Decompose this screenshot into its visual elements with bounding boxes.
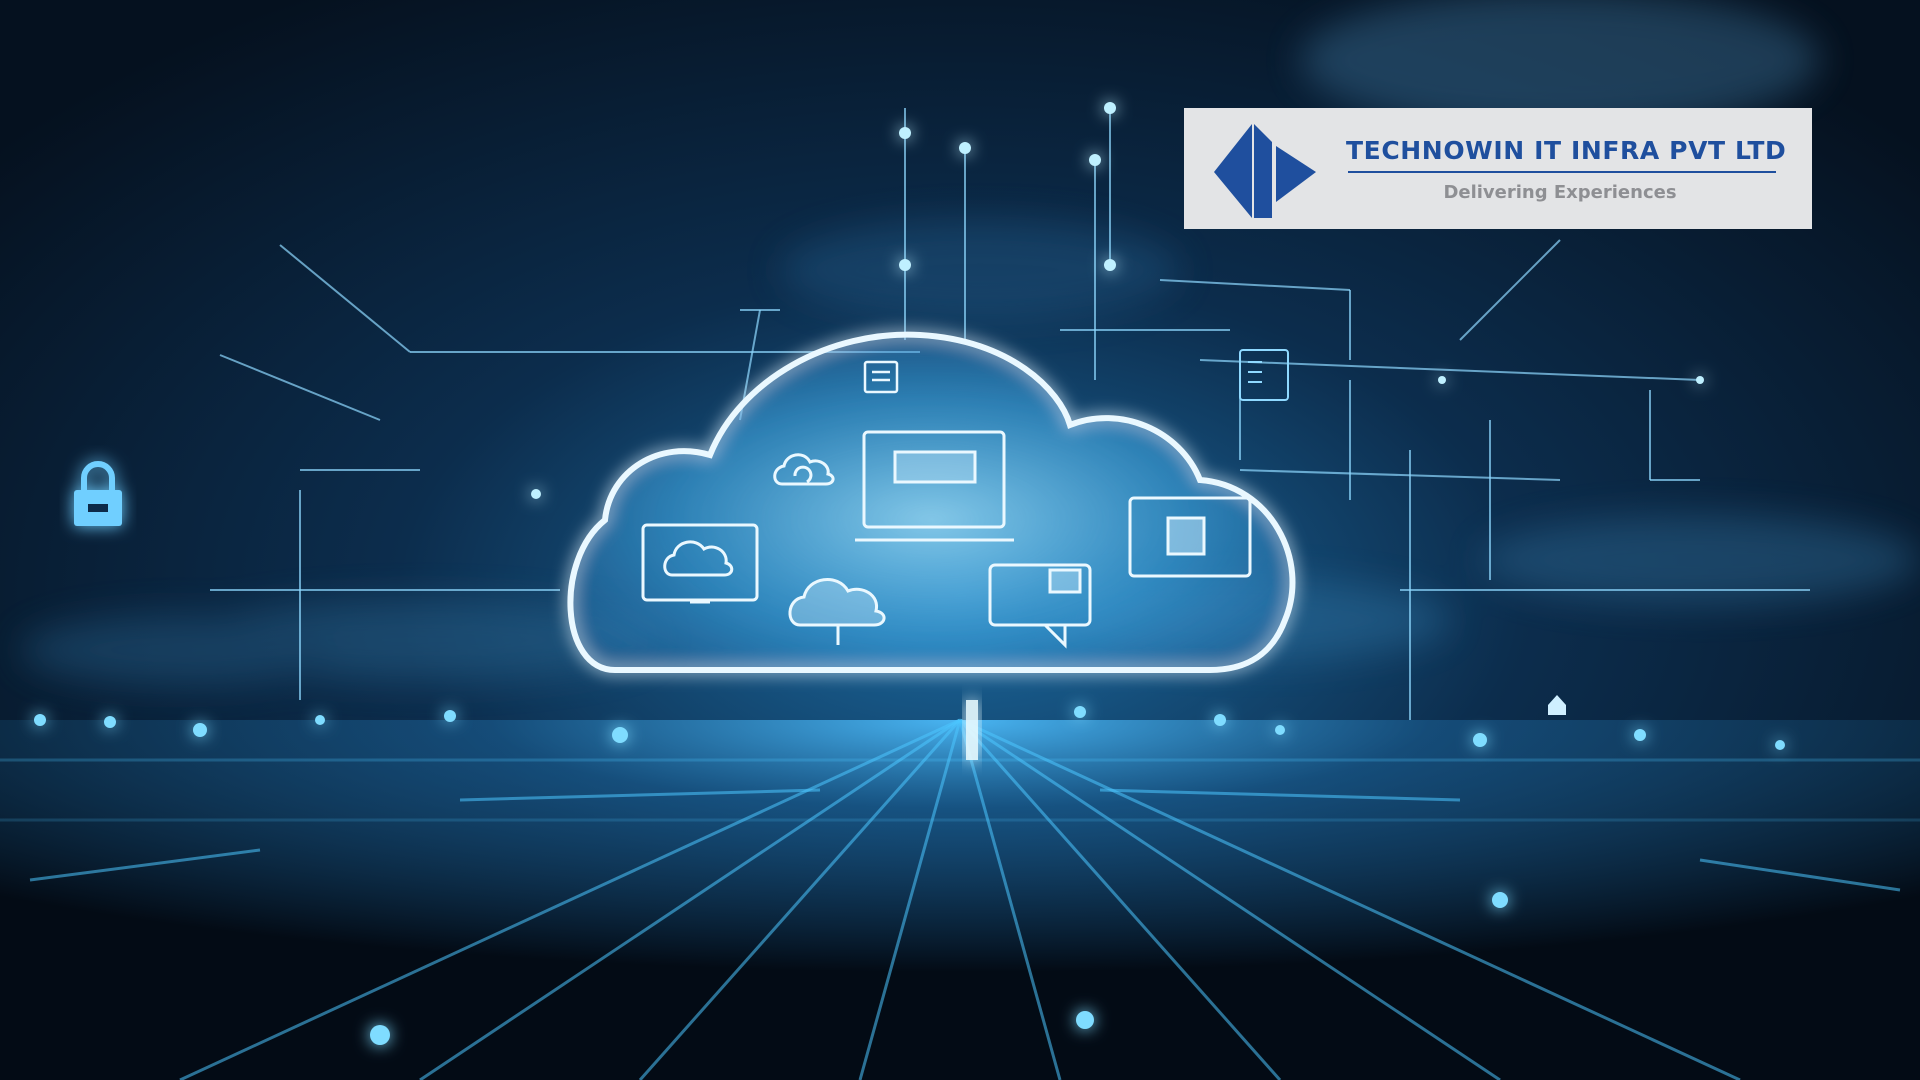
cloud-sync-icon (773, 453, 835, 486)
chat-bubble-icon (988, 563, 1092, 649)
home-icon (1548, 695, 1566, 715)
cloud-icon (788, 578, 886, 645)
central-cloud (567, 331, 1296, 673)
logo-divider (1348, 171, 1776, 173)
company-tagline: Delivering Experiences (1443, 182, 1677, 203)
monitor-icon (855, 430, 1014, 542)
floor-light-dots (34, 706, 1785, 1045)
company-name: TECHNOWIN IT INFRA PVT LTD (1346, 136, 1787, 165)
cloud-icon (663, 540, 734, 577)
circuit-network (210, 108, 1810, 720)
monitor-icon (641, 523, 759, 604)
document-icon (863, 360, 899, 394)
circuit-floor-lines (0, 718, 1920, 1080)
lock-icon (74, 461, 122, 526)
technowin-logo-icon (1214, 124, 1316, 218)
monitor-icon (1128, 496, 1252, 578)
circuit-nodes (531, 102, 1704, 499)
company-logo-card: TECHNOWIN IT INFRA PVT LTD Delivering Ex… (1184, 108, 1812, 229)
database-icon (1239, 349, 1289, 401)
